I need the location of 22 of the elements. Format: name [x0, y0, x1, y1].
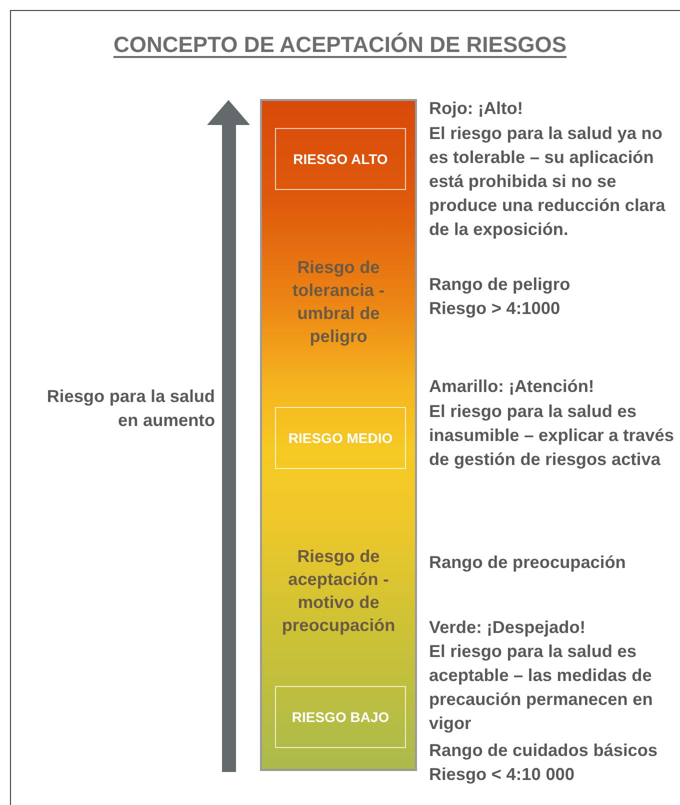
- risk-level-label: RIESGO BAJO: [292, 709, 390, 725]
- description: El riesgo para la salud es inasumible – explicar a través de gestión de riesgos activa: [429, 400, 675, 471]
- gradient-bar: [260, 99, 417, 771]
- zone-label: Riesgo de aceptación - motivo de preocupación: [280, 545, 396, 637]
- range-label: Rango de preocupación: [429, 551, 627, 574]
- threshold-label: Riesgo < 4:10 000: [429, 763, 576, 786]
- range-label: Rango de cuidados básicos: [429, 739, 659, 762]
- range-label: Rango de peligro: [429, 273, 572, 296]
- threshold-label: Riesgo > 4:1000: [429, 297, 562, 320]
- risk-level-label: RIESGO MEDIO: [288, 430, 393, 446]
- risk-level-box: [275, 686, 406, 748]
- risk-level-label: RIESGO ALTO: [293, 151, 388, 167]
- zone-label: Riesgo de tolerancia - umbral de peligro: [291, 256, 386, 348]
- title: CONCEPTO DE ACEPTACIÓN DE RIESGOS: [113, 32, 567, 57]
- axis-label: Riesgo para la salud en aumento: [46, 385, 215, 432]
- description: El riesgo para la salud es aceptable – las medidas de precaución permanecen en vigor: [429, 640, 654, 735]
- risk-level-box: [275, 407, 406, 469]
- heading: Verde: ¡Despejado!: [429, 616, 587, 639]
- heading: Amarillo: ¡Atención!: [429, 375, 596, 398]
- description: El riesgo para la salud ya no es tolerable – su aplicación está prohibida si no se produce una reducción clara de la exposición.: [429, 122, 666, 241]
- risk-level-box: [275, 128, 406, 190]
- heading: Rojo: ¡Alto!: [429, 97, 524, 120]
